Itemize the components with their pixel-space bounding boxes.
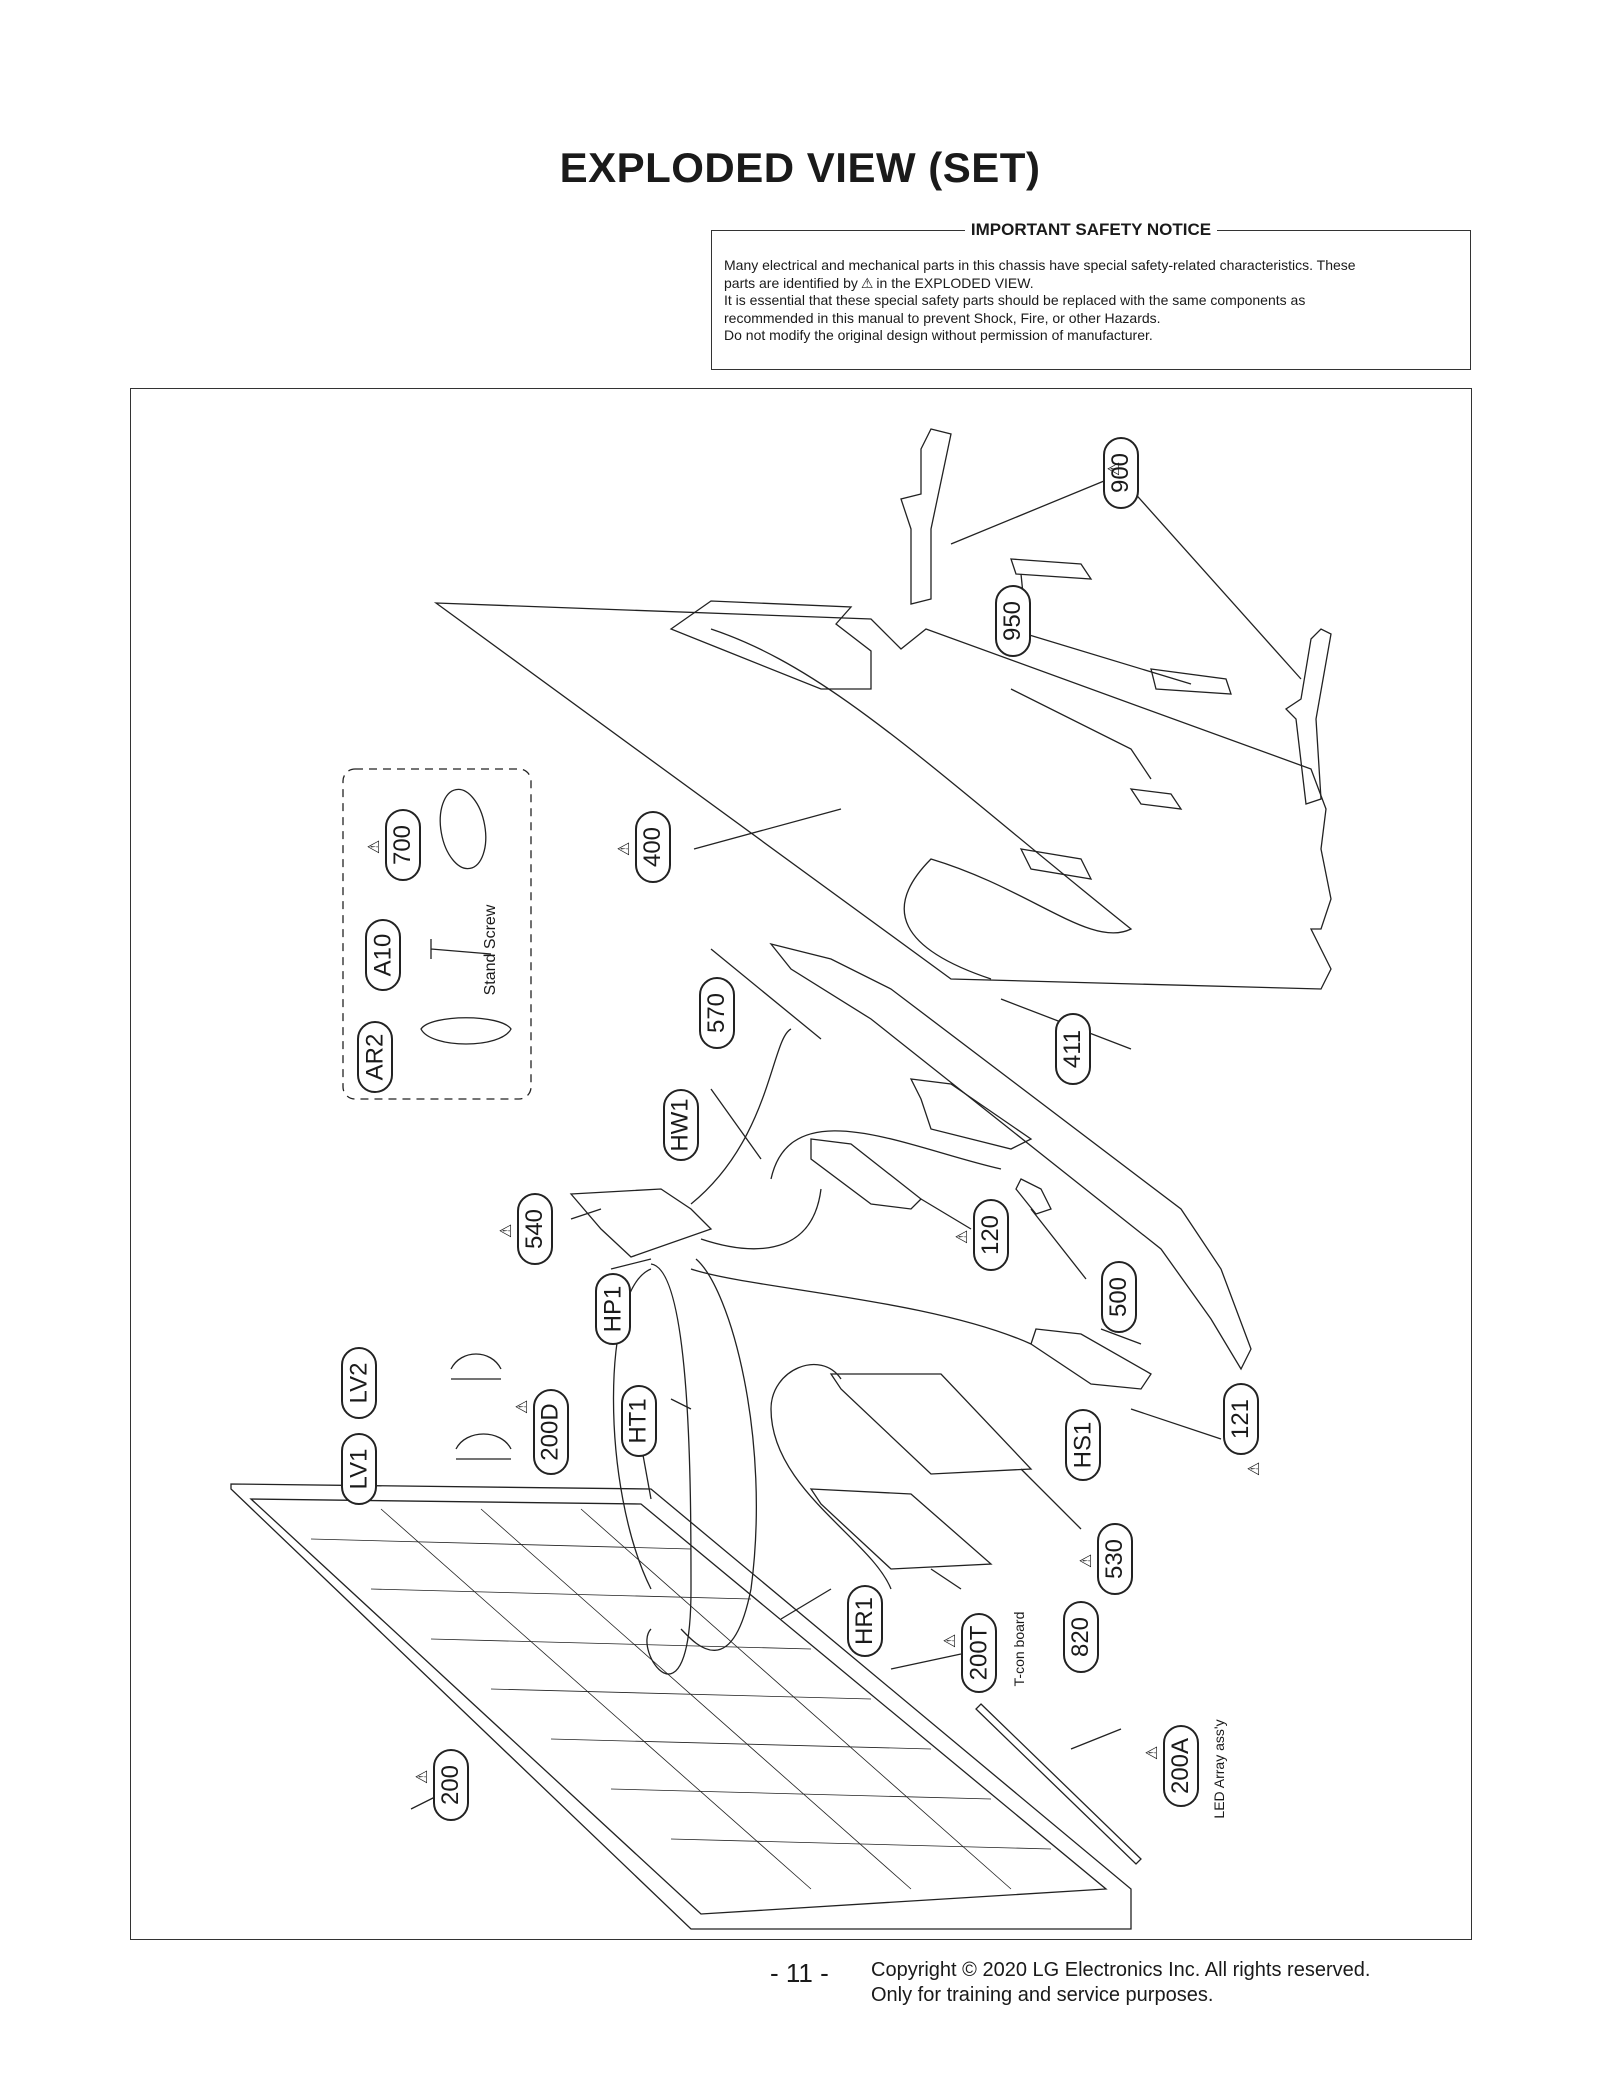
notice-line-5: Do not modify the original design withou… — [724, 327, 1153, 343]
notice-line-2a: parts are identified by — [724, 274, 858, 291]
callout-200D: 200D — [533, 1389, 569, 1475]
board-121 — [1030, 1328, 1152, 1390]
stand-screw-label: Stand Screw — [482, 904, 499, 996]
warning-400-icon: ⚠ — [616, 841, 633, 856]
callout-400: 400 — [635, 811, 671, 883]
warning-530-icon: ⚠ — [1078, 1553, 1095, 1568]
power-board-120 — [810, 1138, 922, 1210]
callout-570: 570 — [699, 977, 735, 1049]
callout-A10: A10 — [365, 919, 401, 991]
callout-820: 820 — [1063, 1601, 1099, 1673]
callout-200T: 200T — [961, 1613, 997, 1693]
callout-HT1: HT1 — [621, 1385, 657, 1457]
callout-HR1: HR1 — [847, 1585, 883, 1657]
warning-200D-icon: ⚠ — [514, 1399, 531, 1414]
callout-HP1: HP1 — [595, 1273, 631, 1345]
callout-HS1: HS1 — [1065, 1409, 1101, 1481]
notice-line-4: recommended in this manual to prevent Sh… — [724, 309, 1161, 326]
tcon-board-label: T-con board — [1011, 1611, 1027, 1687]
diagram-drawing — [230, 428, 1332, 1930]
warning-900-icon: ⚠ — [1106, 461, 1123, 476]
callout-700: 700 — [385, 809, 421, 881]
copyright-line: Copyright © 2020 LG Electronics Inc. All… — [871, 1959, 1371, 1981]
callout-950: 950 — [995, 585, 1031, 657]
callout-900: 900 — [1103, 437, 1139, 509]
safety-notice-body: Many electrical and mechanical parts in … — [724, 257, 1458, 345]
warning-120-icon: ⚠ — [954, 1229, 971, 1244]
callout-411: 411 — [1055, 1013, 1091, 1085]
warning-121-icon: ⚠ — [1246, 1461, 1263, 1476]
warning-540-icon: ⚠ — [498, 1223, 515, 1238]
safety-notice-box: IMPORTANT SAFETY NOTICE Many electrical … — [711, 220, 1471, 370]
callout-121: 121 — [1223, 1383, 1259, 1455]
board-500 — [1015, 1178, 1052, 1215]
warning-200T-icon: ⚠ — [942, 1633, 959, 1648]
main-board-540 — [569, 1188, 713, 1258]
stand-900-right — [1284, 628, 1332, 805]
callout-200: 200 — [433, 1749, 469, 1821]
callout-AR2: AR2 — [357, 1021, 393, 1093]
tcon-board-530 — [829, 1373, 1033, 1475]
board-820 — [809, 1488, 993, 1570]
warning-200A-icon: ⚠ — [1144, 1745, 1161, 1760]
warning-triangle-icon: ⚠ — [860, 274, 874, 291]
exploded-view-diagram: 900 950 400 700 A10 AR2 570 411 HW1 540 … — [130, 388, 1472, 1940]
callout-HW1: HW1 — [663, 1089, 699, 1161]
display-panel-200 — [230, 1483, 1132, 1930]
accessory-box — [342, 768, 532, 1100]
notice-line-2: parts are identified by⚠in the EXPLODED … — [724, 275, 1458, 293]
copyright-notice: Copyright © 2020 LG Electronics Inc. All… — [871, 1958, 1370, 2008]
callout-530: 530 — [1097, 1523, 1133, 1595]
notice-line-3: It is essential that these special safet… — [724, 292, 1306, 308]
back-cover-400 — [433, 602, 1332, 990]
page-title: EXPLODED VIEW (SET) — [559, 144, 1041, 191]
stand-900-left — [900, 428, 952, 605]
warning-700-icon: ⚠ — [366, 839, 383, 854]
callout-200A: 200A — [1163, 1725, 1199, 1807]
safety-notice-heading: IMPORTANT SAFETY NOTICE — [964, 220, 1218, 239]
led-array-200A — [975, 1703, 1142, 1865]
callout-500: 500 — [1101, 1261, 1137, 1333]
callout-LV2: LV2 — [341, 1347, 377, 1419]
callout-LV1: LV1 — [341, 1433, 377, 1505]
callout-540: 540 — [517, 1193, 553, 1265]
led-array-label: LED Array ass'y — [1211, 1719, 1227, 1819]
middle-frame-411 — [769, 942, 1252, 1371]
purpose-line: Only for training and service purposes. — [871, 1984, 1214, 2006]
page-number: - 11 - — [770, 1958, 829, 1988]
notice-line-1: Many electrical and mechanical parts in … — [724, 257, 1356, 273]
callout-120: 120 — [973, 1199, 1009, 1271]
notice-line-2b: in the EXPLODED VIEW. — [876, 274, 1034, 291]
warning-200-icon: ⚠ — [414, 1769, 431, 1784]
